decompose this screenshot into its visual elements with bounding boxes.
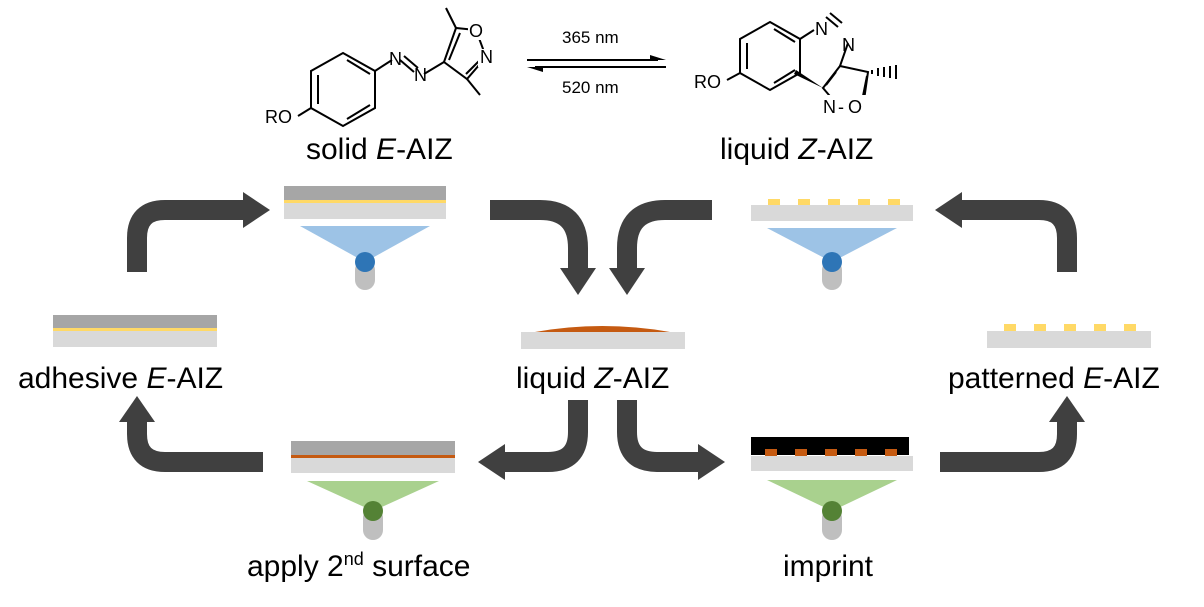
arrow-head-7: [119, 396, 155, 422]
equilibrium-arrows: [527, 55, 666, 72]
label-liquid-z-aiz-center: liquid Z-AIZ: [516, 362, 670, 395]
methyl-wedge: [794, 70, 823, 88]
forward-wavelength: 365 nm: [562, 28, 619, 47]
arrow-head-2: [560, 268, 596, 295]
atom-n1-left: N: [389, 49, 402, 69]
atom-n3-left: N: [480, 47, 493, 67]
arrow-head-8: [1049, 396, 1085, 422]
substrate: [284, 203, 446, 219]
reverse-wavelength: 520 nm: [562, 78, 619, 97]
label-solid-e-aiz: solid E-AIZ: [306, 133, 453, 166]
uv-station-left: [284, 186, 446, 290]
green-station-right: [751, 437, 913, 540]
uv-beam: [767, 228, 897, 262]
top-plate: [284, 186, 446, 200]
uv-beam: [300, 226, 430, 262]
arrow-head-4: [935, 192, 962, 228]
atom-n3-right: N: [823, 97, 836, 117]
label-imprint: imprint: [783, 550, 874, 583]
label-patterned-e-aiz: patterned E-AIZ: [948, 362, 1160, 395]
molecule-z-aiz: [726, 12, 870, 110]
adhesive-sample: [53, 315, 217, 347]
atom-n2-right: N: [842, 35, 855, 55]
atom-n2-left: N: [414, 65, 427, 85]
arrow-apply-to-adhesive: [127, 422, 263, 472]
arrow-liquid-to-apply: [505, 400, 588, 472]
arrow-head-6: [698, 444, 725, 480]
patterned-sample: [987, 324, 1151, 348]
arrow-uv-to-liquid-left: [490, 200, 588, 268]
atom-dash-right: -: [838, 97, 844, 117]
substrate: [751, 205, 913, 221]
green-station-left: [291, 441, 455, 540]
uv-station-right: [751, 199, 913, 290]
uv-source: [355, 252, 375, 272]
arrow-imprint-to-patterned: [940, 422, 1077, 472]
arrow-liquid-to-imprint: [617, 400, 698, 472]
atom-o-left: O: [469, 21, 483, 41]
arrow-patterned-to-uv: [962, 200, 1077, 272]
arrow-head-1: [243, 192, 270, 228]
solid-film: [284, 200, 446, 203]
atom-ro-left: RO: [265, 107, 292, 127]
liquid-sample: [521, 326, 685, 349]
arrow-head-5: [478, 444, 505, 480]
arrow-uv-to-liquid-right: [617, 200, 712, 268]
methyl-hash: [871, 65, 897, 79]
label-apply-2nd-surface: apply 2nd surface: [247, 549, 471, 583]
label-liquid-z-aiz-top: liquid Z-AIZ: [720, 133, 874, 166]
atom-ro-right: RO: [694, 72, 721, 92]
uv-source: [822, 252, 842, 272]
arrow-head-3: [609, 268, 645, 295]
atom-o-right: O: [848, 97, 862, 117]
label-adhesive-e-aiz: adhesive E-AIZ: [18, 362, 224, 395]
stamp: [751, 437, 909, 455]
arrow-adhesive-to-uv: [127, 200, 243, 272]
atom-n1-right: N: [815, 19, 828, 39]
